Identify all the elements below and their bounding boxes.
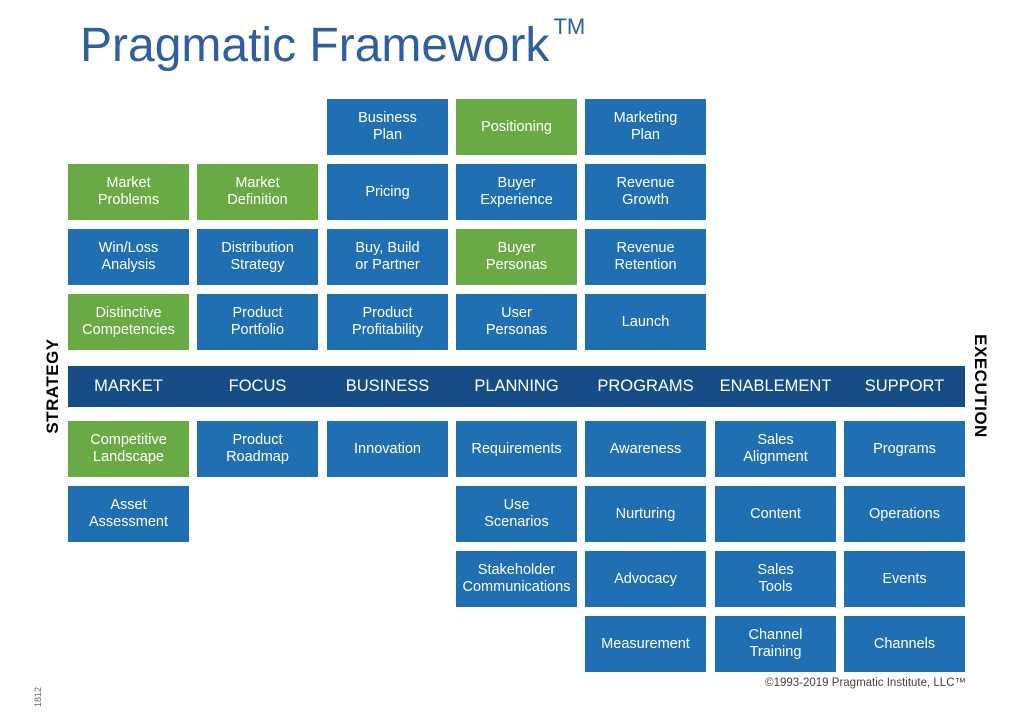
framework-box: Market Definition bbox=[197, 164, 318, 220]
category-market: MARKET bbox=[94, 377, 163, 395]
framework-box: Events bbox=[844, 551, 965, 607]
trademark-mark: TM bbox=[553, 14, 586, 39]
framework-box: Innovation bbox=[327, 421, 448, 477]
category-programs: PROGRAMS bbox=[597, 377, 694, 395]
framework-box: Distinctive Competencies bbox=[68, 294, 189, 350]
title-text: Pragmatic Framework bbox=[80, 19, 550, 72]
framework-box: Business Plan bbox=[327, 99, 448, 155]
framework-box: Product Roadmap bbox=[197, 421, 318, 477]
framework-box: Product Portfolio bbox=[197, 294, 318, 350]
framework-box: Positioning bbox=[456, 99, 577, 155]
framework-box: Content bbox=[715, 486, 836, 542]
category-business: BUSINESS bbox=[345, 377, 430, 395]
category-enablement: ENABLEMENT bbox=[719, 377, 832, 395]
framework-box: Requirements bbox=[456, 421, 577, 477]
framework-box: Channel Training bbox=[715, 616, 836, 672]
framework-box: Programs bbox=[844, 421, 965, 477]
framework-box: Stakeholder Communications bbox=[456, 551, 577, 607]
category-focus: FOCUS bbox=[228, 377, 287, 395]
framework-box: Win/Loss Analysis bbox=[68, 229, 189, 285]
framework-box: Revenue Growth bbox=[585, 164, 706, 220]
framework-box: Competitive Landscape bbox=[68, 421, 189, 477]
framework-box: User Personas bbox=[456, 294, 577, 350]
framework-box: Nurturing bbox=[585, 486, 706, 542]
framework-box: Buyer Personas bbox=[456, 229, 577, 285]
framework-box: Advocacy bbox=[585, 551, 706, 607]
framework-box: Pricing bbox=[327, 164, 448, 220]
framework-box: Sales Alignment bbox=[715, 421, 836, 477]
framework-box: Channels bbox=[844, 616, 965, 672]
framework-box: Use Scenarios bbox=[456, 486, 577, 542]
framework-box: Asset Assessment bbox=[68, 486, 189, 542]
framework-box: Operations bbox=[844, 486, 965, 542]
doc-code: 1812 bbox=[33, 686, 43, 708]
framework-box: Measurement bbox=[585, 616, 706, 672]
framework-box: Awareness bbox=[585, 421, 706, 477]
framework-box: Buy, Build or Partner bbox=[327, 229, 448, 285]
category-support: SUPPORT bbox=[864, 377, 945, 395]
copyright: ©1993-2019 Pragmatic Institute, LLC™ bbox=[765, 677, 966, 689]
framework-box: Marketing Plan bbox=[585, 99, 706, 155]
execution-label: EXECUTION bbox=[971, 334, 990, 438]
framework-box: Product Profitability bbox=[327, 294, 448, 350]
framework-box: Revenue Retention bbox=[585, 229, 706, 285]
framework-box: Sales Tools bbox=[715, 551, 836, 607]
framework-box: Buyer Experience bbox=[456, 164, 577, 220]
category-planning: PLANNING bbox=[474, 377, 559, 395]
framework-box: Launch bbox=[585, 294, 706, 350]
category-band bbox=[68, 366, 965, 407]
framework-box: Distribution Strategy bbox=[197, 229, 318, 285]
framework-box: Market Problems bbox=[68, 164, 189, 220]
strategy-label: STRATEGY bbox=[43, 338, 62, 434]
